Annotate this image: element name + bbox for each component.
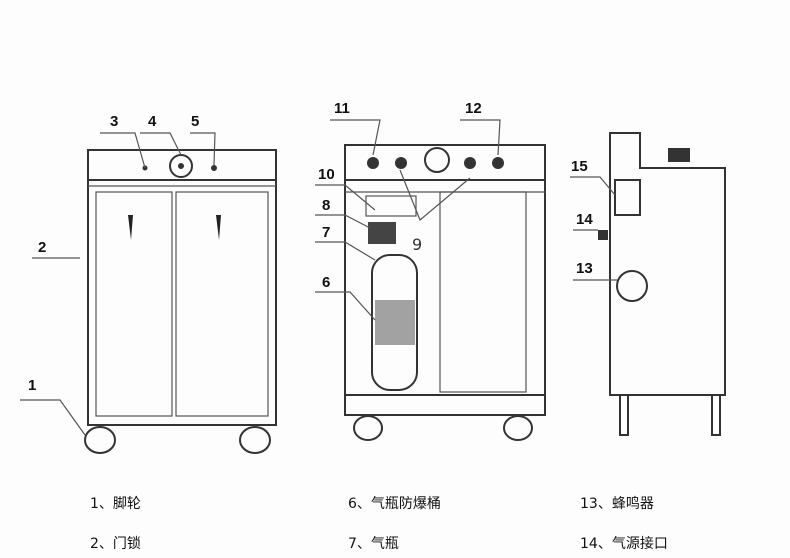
callout-1: 1 [28, 377, 36, 394]
callout-labels: 1 2 3 4 5 6 7 8 10 11 12 13 14 15 [28, 100, 593, 394]
front-view [84, 149, 277, 454]
callout-3: 3 [110, 113, 118, 130]
callout-4: 4 [148, 113, 157, 130]
callout-12: 12 [465, 100, 482, 117]
callout-6: 6 [322, 274, 330, 291]
callout-14: 14 [576, 211, 593, 228]
callout-15: 15 [571, 158, 588, 175]
callout-13: 13 [576, 260, 593, 277]
callout-10: 10 [318, 166, 335, 183]
legend-item: 13、蜂鸣器 [580, 496, 654, 512]
internal-view: 9 [344, 144, 546, 441]
legend-item: 7、气瓶 [348, 536, 399, 552]
callout-7: 7 [322, 224, 330, 241]
callout-8: 8 [322, 197, 330, 214]
legend-item: 14、气源接口 [580, 536, 668, 552]
callout-2: 2 [38, 239, 46, 256]
callout-5: 5 [191, 113, 199, 130]
handwritten-mark: 9 [412, 235, 422, 254]
callout-11: 11 [334, 100, 350, 117]
legend-item: 2、门锁 [90, 536, 141, 552]
side-view [598, 132, 726, 436]
legend-item: 1、脚轮 [90, 496, 141, 512]
legend-item: 6、气瓶防爆桶 [348, 496, 441, 512]
